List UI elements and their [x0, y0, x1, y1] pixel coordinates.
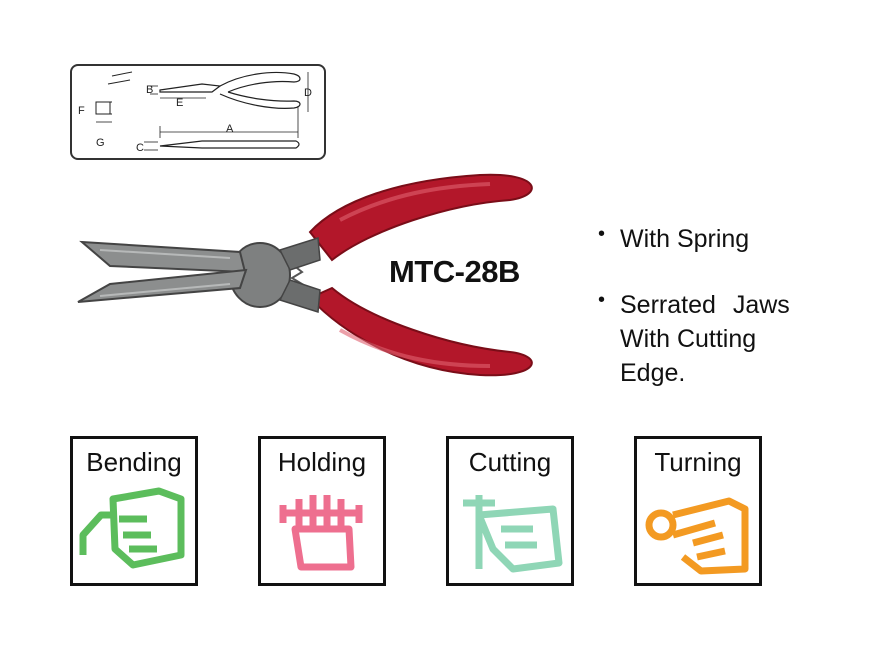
bullet-icon: • — [598, 223, 606, 245]
dim-label-e: E — [176, 97, 183, 109]
use-label: Cutting — [468, 447, 552, 477]
model-number: MTC-28B — [389, 254, 520, 289]
use-label: Holding — [277, 447, 367, 477]
feature-line: With Spring — [620, 225, 750, 253]
use-turning: Turning — [634, 436, 762, 586]
turning-hand-icon — [645, 497, 749, 575]
bending-hand-icon — [79, 487, 185, 569]
dim-label-f: F — [78, 105, 85, 117]
use-bending: Bending — [70, 436, 198, 586]
use-cutting: Cutting — [446, 436, 574, 586]
use-holding: Holding — [258, 436, 386, 586]
dimension-diagram: A B C D E F G — [70, 64, 326, 160]
use-label: Turning — [654, 447, 742, 477]
dim-label-c: C — [136, 142, 144, 154]
feature-list: • With Spring • Serrated Jaws With Cutti… — [598, 222, 790, 422]
use-label: Bending — [86, 447, 182, 477]
feature-line: Serrated Jaws — [620, 291, 790, 319]
cutting-hand-icon — [463, 495, 563, 573]
feature-line: With Cutting — [620, 325, 757, 353]
feature-line: Edge. — [620, 359, 686, 387]
holding-fist-icon — [279, 495, 363, 571]
bullet-icon: • — [598, 289, 606, 311]
dim-label-a: A — [226, 123, 234, 135]
dim-label-b: B — [146, 84, 153, 96]
pliers-outline-icon: A B C D E F G — [78, 71, 312, 154]
feature-item: • Serrated Jaws With Cutting Edge. — [598, 288, 790, 390]
dim-label-g: G — [96, 137, 105, 149]
feature-item: • With Spring — [598, 222, 790, 256]
dim-label-d: D — [304, 87, 312, 99]
pliers-image — [77, 173, 533, 377]
